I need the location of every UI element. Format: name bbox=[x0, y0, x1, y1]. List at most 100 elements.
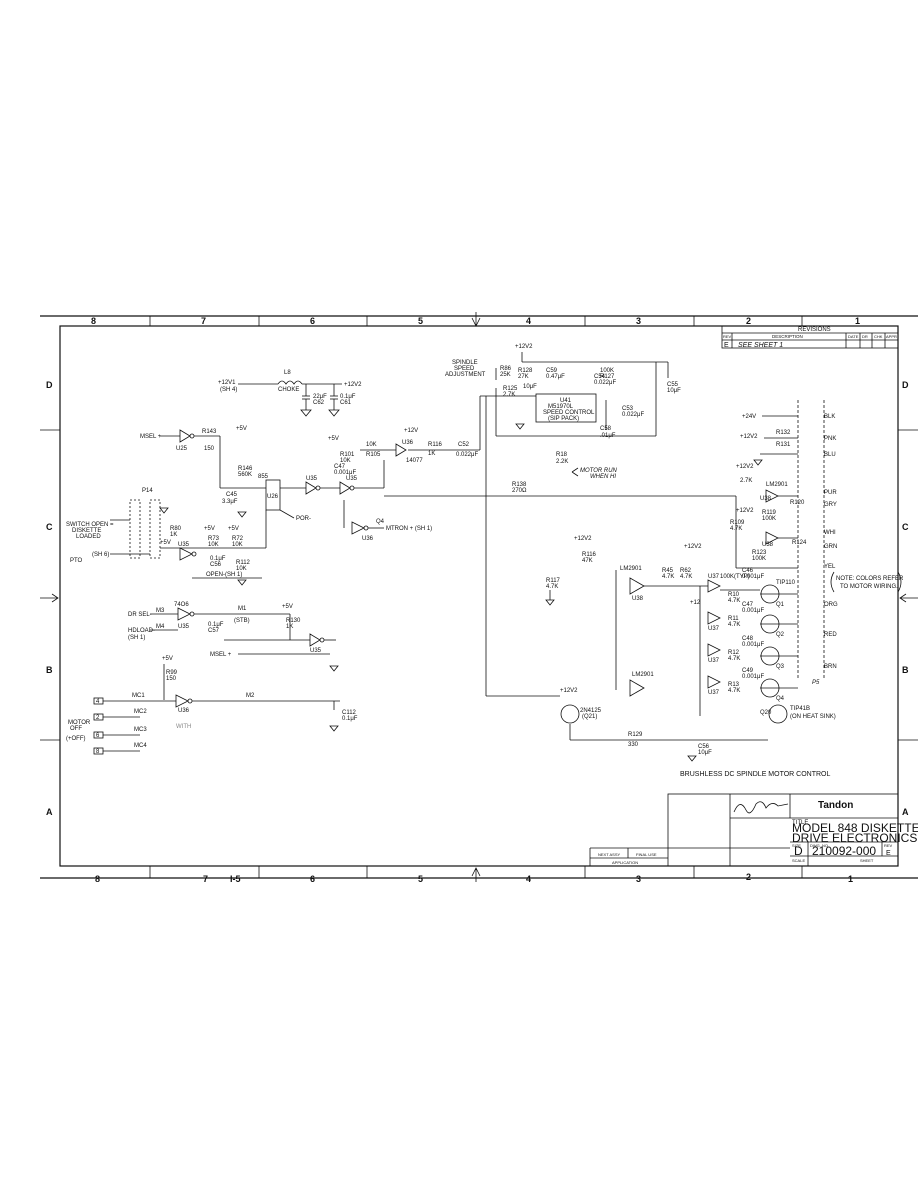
jumper-mc3: MC3 bbox=[134, 727, 147, 733]
svg-text:4.7K: 4.7K bbox=[680, 574, 692, 580]
rev-col-appr: APPR bbox=[886, 334, 897, 339]
svg-text:R18: R18 bbox=[556, 452, 568, 458]
motor-run-label: MOTOR RUN bbox=[580, 468, 618, 474]
zone-top-6: 6 bbox=[310, 316, 315, 326]
scale-label: SCALE bbox=[792, 858, 805, 863]
pto-sheet: (SH 6) bbox=[92, 552, 109, 558]
svg-text:0.1μF: 0.1μF bbox=[342, 716, 358, 722]
rail-24v: +24V bbox=[742, 414, 756, 420]
jumper-mc1: MC1 bbox=[132, 693, 145, 699]
wire-brn: BRN bbox=[824, 664, 837, 670]
svg-text:855: 855 bbox=[258, 474, 269, 480]
svg-text:U35: U35 bbox=[310, 648, 322, 654]
svg-text:R146: R146 bbox=[238, 466, 253, 472]
motor-jumper-section: +5V R99 150 4 MC1 2 MC2 6 MC3 8 MC4 MOTO… bbox=[66, 656, 358, 755]
svg-text:C49: C49 bbox=[742, 668, 754, 674]
spindle-label-3: ADJUSTMENT bbox=[445, 372, 486, 378]
svg-text:R62: R62 bbox=[680, 568, 692, 574]
size-label: SIZE bbox=[792, 843, 801, 848]
signature bbox=[733, 801, 789, 814]
drsel-label: DR SEL- bbox=[128, 612, 152, 618]
zone-top-5: 5 bbox=[418, 316, 423, 326]
svg-text:10K: 10K bbox=[208, 542, 219, 548]
svg-text:U35: U35 bbox=[346, 476, 358, 482]
sheet-label: SHEET bbox=[860, 858, 874, 863]
svg-text:C53: C53 bbox=[622, 406, 634, 412]
svg-text:4: 4 bbox=[96, 699, 100, 705]
svg-text:U37: U37 bbox=[708, 658, 720, 664]
svg-text:1K: 1K bbox=[170, 532, 177, 538]
zone-top-2: 2 bbox=[746, 316, 751, 326]
switch-section: P14 SWITCH OPEN = DISKETTE LOADED PTO (S… bbox=[66, 488, 267, 579]
spindle-label-1: SPINDLE bbox=[452, 360, 478, 366]
svg-text:C45: C45 bbox=[226, 492, 238, 498]
zone-top-8: 8 bbox=[91, 316, 96, 326]
svg-text:R13: R13 bbox=[728, 682, 740, 688]
row-right-A: A bbox=[902, 807, 909, 817]
zone-bottom-6: 6 bbox=[310, 874, 315, 884]
diagram-caption: BRUSHLESS DC SPINDLE MOTOR CONTROL bbox=[680, 771, 831, 778]
zone-bottom-8: 8 bbox=[95, 874, 100, 884]
svg-text:(STB): (STB) bbox=[234, 618, 250, 624]
rev-letter: E bbox=[724, 342, 729, 349]
svg-text:4.7K: 4.7K bbox=[728, 622, 740, 628]
svg-text:6: 6 bbox=[96, 733, 100, 739]
rail-12v2-w: +12V2 bbox=[560, 688, 578, 694]
svg-text:10μF: 10μF bbox=[698, 750, 712, 756]
svg-text:U35: U35 bbox=[178, 624, 190, 630]
svg-text:560K: 560K bbox=[238, 472, 252, 478]
wire-pnk: PNK bbox=[824, 436, 836, 442]
vref-sheet: (SH 4) bbox=[220, 387, 237, 393]
mtron-label: MTRON + (SH 1) bbox=[386, 526, 432, 532]
row-left-D: D bbox=[46, 380, 53, 390]
zone-bottom-5: 5 bbox=[418, 874, 423, 884]
motor-off-2: OFF bbox=[70, 726, 82, 732]
switch-label-2: DISKETTE bbox=[72, 528, 101, 534]
msel-plus-label: MSEL + bbox=[140, 434, 162, 440]
svg-text:R138: R138 bbox=[512, 482, 527, 488]
svg-text:R127: R127 bbox=[600, 374, 615, 380]
rev-col-date: DATE bbox=[848, 334, 859, 339]
top-zone-ticks bbox=[40, 316, 918, 878]
svg-text:0.001μF: 0.001μF bbox=[742, 642, 764, 648]
switch-label-1: SWITCH OPEN = bbox=[66, 522, 114, 528]
sheet-border bbox=[59, 325, 899, 867]
rail-5v-c: +5V bbox=[160, 540, 171, 546]
svg-text:Q3: Q3 bbox=[776, 664, 785, 670]
svg-text:U36: U36 bbox=[178, 708, 190, 714]
svg-text:R109: R109 bbox=[730, 520, 745, 526]
revisions-heading: REVISIONS bbox=[798, 327, 831, 333]
svg-text:C55: C55 bbox=[667, 382, 679, 388]
svg-text:C61: C61 bbox=[340, 400, 352, 406]
svg-text:R101: R101 bbox=[340, 452, 355, 458]
dwg-no-value: 210092-000 bbox=[812, 844, 876, 858]
svg-text:R72: R72 bbox=[232, 536, 244, 542]
svg-text:LM2901: LM2901 bbox=[766, 482, 788, 488]
svg-text:10K: 10K bbox=[236, 566, 247, 572]
choke-section: +12V1 (SH 4) L8 CHOKE +12V2 22μF C62 0.1… bbox=[218, 370, 362, 417]
note-line-2: TO MOTOR WIRING. bbox=[840, 584, 898, 590]
choke-label: CHOKE bbox=[278, 387, 299, 393]
svg-text:0.1μF: 0.1μF bbox=[210, 556, 226, 562]
svg-text:14077: 14077 bbox=[406, 458, 423, 464]
rail-5v-b: +5V bbox=[328, 436, 339, 442]
svg-text:R143: R143 bbox=[202, 429, 217, 435]
svg-text:R128: R128 bbox=[518, 368, 533, 374]
svg-text:270Ω: 270Ω bbox=[512, 488, 527, 494]
dwg-no-label: DWG. NO. bbox=[810, 843, 829, 848]
u41-package: (SIP PACK) bbox=[548, 416, 579, 422]
svg-text:C48: C48 bbox=[742, 636, 754, 642]
svg-text:4.7K: 4.7K bbox=[662, 574, 674, 580]
svg-text:0.47μF: 0.47μF bbox=[546, 374, 565, 380]
title-line-2: DRIVE ELECTRONICS bbox=[792, 831, 917, 845]
svg-text:47K: 47K bbox=[582, 558, 593, 564]
note-line-1: NOTE: COLORS REFER bbox=[836, 576, 904, 582]
svg-text:0.001μF: 0.001μF bbox=[742, 674, 764, 680]
rail-5v-g: +5V bbox=[162, 656, 173, 662]
svg-text:R73: R73 bbox=[208, 536, 220, 542]
size-value: D bbox=[794, 844, 803, 858]
rail-12v2-v: +12V2 bbox=[684, 544, 702, 550]
wire-org: ORG bbox=[824, 602, 838, 608]
svg-text:C58: C58 bbox=[600, 426, 612, 432]
